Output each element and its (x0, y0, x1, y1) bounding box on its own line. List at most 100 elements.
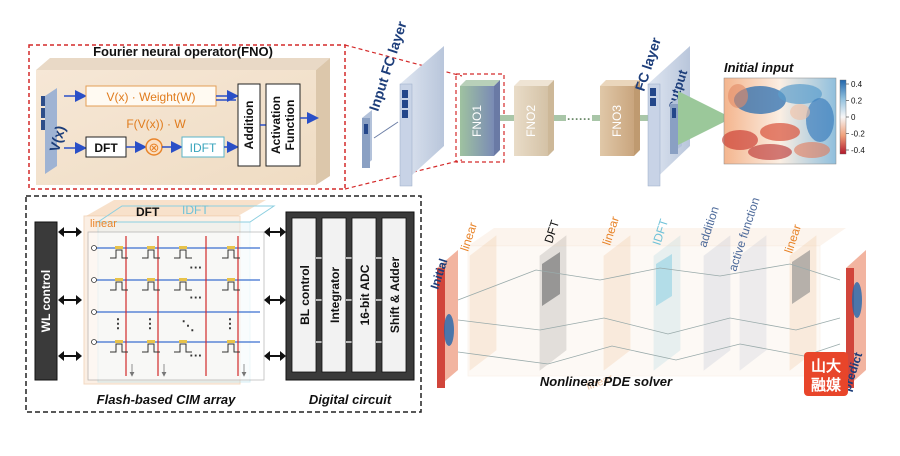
watermark-logo: 山大 融媒 (804, 352, 848, 396)
crossbar-cells: ⋮ ⋮ ⋮ ⋱ (91, 236, 260, 377)
crossbar-dots-row1: ··· (190, 260, 203, 275)
wl-arrow-head-right (76, 227, 82, 237)
crossbar-vdots: ⋮ (112, 316, 125, 331)
fno-dashed-border (28, 44, 346, 190)
bl-arrow-head-right (280, 295, 286, 305)
addition-label: Addition (242, 101, 256, 150)
heatmap-blob (760, 123, 800, 141)
colorbar-tick-label: 0.2 (851, 97, 863, 106)
fno-box-top (36, 58, 330, 70)
top-formula: V(x) · Weight(W) (106, 90, 195, 104)
fno1-side (494, 80, 500, 156)
digital-block-label: 16-bit ADC (358, 264, 372, 325)
output-face (670, 104, 678, 154)
heatmap-blob (778, 84, 822, 104)
predict-slab-blob (852, 282, 862, 318)
bl-arrow-head-left (264, 227, 270, 237)
flash-cell (174, 281, 192, 291)
mid-formula: F(V(x)) · W (126, 117, 186, 131)
fc-cell (650, 88, 656, 96)
multiply-symbol: ⊗ (149, 140, 160, 155)
heatmap-title: Initial input (724, 60, 794, 75)
solver-dft-core (542, 252, 560, 306)
input-cell (364, 124, 368, 134)
vx-cell (41, 96, 45, 106)
crossbar-vdots: ⋮ (224, 316, 237, 331)
flash-cell-gate (227, 246, 235, 249)
idft-plane-top (96, 205, 276, 223)
word-line-terminal (91, 339, 97, 345)
fno-pipeline: Input FC layer FNO1 FNO2 ······ FNO3 FC … (362, 19, 732, 187)
fc-face (647, 83, 661, 187)
flash-cell (222, 343, 240, 353)
vx-label: V(x) (46, 124, 68, 154)
fno-detail-panel: Fourier neural operator(FNO) V(x) V(x) ·… (28, 44, 346, 190)
flash-cell (142, 249, 160, 259)
linear-plane-top (86, 200, 266, 216)
cim-linear-label: linear (90, 218, 117, 230)
watermark-line1: 山大 (811, 357, 841, 375)
flash-cell (110, 343, 128, 353)
solver-output-core (792, 250, 810, 304)
digital-block-label: Shift & Adder (388, 257, 402, 334)
cim-idft-label: IDFT (182, 203, 209, 217)
wl-arrow-head-right (76, 351, 82, 361)
vx-cell (41, 120, 45, 130)
flash-cell-gate (179, 278, 187, 281)
digital-block-label: Integrator (328, 267, 342, 323)
wl-arrow-head-left (58, 295, 64, 305)
crossbar-dots-row2: ··· (190, 290, 203, 305)
flash-cell-gate (179, 340, 187, 343)
wl-control-label: WL control (39, 270, 53, 332)
input-fc-face (399, 83, 413, 187)
wl-control-block (34, 221, 58, 381)
bl-arrow-head-left (264, 295, 270, 305)
flash-cell-gate (115, 340, 123, 343)
crossbar-vdots: ⋮ (144, 316, 157, 331)
word-line-terminal (91, 277, 97, 283)
vx-cell (41, 108, 45, 118)
crossbar-array (87, 231, 265, 381)
flash-cell (174, 343, 192, 353)
heatmap-blob (806, 98, 834, 142)
digital-block (351, 217, 377, 373)
cim-array-caption: Flash-based CIM array (97, 392, 236, 407)
flash-cell-gate (115, 246, 123, 249)
zoom-connector-top (344, 44, 463, 77)
activation-box (265, 83, 301, 167)
word-line-terminal (91, 309, 97, 315)
input-fc-cell (402, 110, 408, 118)
flash-cell-gate (115, 278, 123, 281)
fno-title: Fourier neural operator(FNO) (93, 44, 273, 59)
fno1-block (460, 86, 494, 156)
flash-cell-gate (179, 246, 187, 249)
digital-block (291, 217, 317, 373)
pde-solver: Initial linear DFT linear IDFT addition … (428, 196, 866, 393)
crossbar-diag-dots: ⋱ (182, 318, 195, 333)
watermark-line2: 融媒 (811, 376, 842, 394)
colorbar-tick-label: -0.2 (851, 130, 865, 139)
input-fc-cell (402, 90, 408, 98)
flash-cell (110, 249, 128, 259)
solver-flow-top (457, 263, 841, 301)
solver-idft-core (656, 254, 672, 306)
predict-slab-face (846, 268, 854, 388)
flash-cell (142, 343, 160, 353)
input-slab-face (362, 118, 370, 168)
fno3-block (600, 86, 634, 156)
fno2-side (548, 80, 554, 156)
heatmap-frame (723, 77, 837, 165)
input-fc-cell (402, 100, 408, 108)
fno2-label: FNO2 (524, 105, 538, 137)
bl-arrow-head-right (280, 227, 286, 237)
wl-arrow-head-right (76, 295, 82, 305)
heatmap-colorbar (839, 79, 847, 155)
output-cell (672, 108, 676, 118)
solver-flow-mid (457, 317, 841, 335)
vx-slab-side (45, 88, 57, 174)
crossbar-dots-row4: ··· (190, 348, 203, 363)
fno3-side (634, 80, 640, 156)
solver-planes (467, 228, 846, 377)
wl-arrow-head-left (58, 351, 64, 361)
flash-cell (222, 249, 240, 259)
